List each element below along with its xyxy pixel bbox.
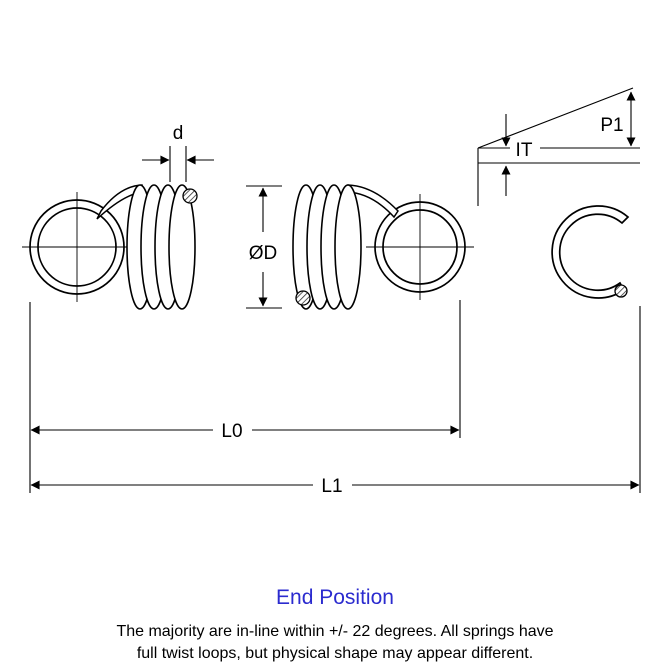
open-hook-wire <box>551 205 630 299</box>
caption: The majority are in-line within +/- 22 d… <box>0 621 670 664</box>
wire-cross-section-left <box>182 188 198 204</box>
label-l0: L0 <box>221 421 242 442</box>
right-hook <box>366 194 474 300</box>
dimensions: d IT P1 ØD <box>29 87 641 497</box>
caption-line-1: The majority are in-line within +/- 22 d… <box>116 623 554 640</box>
label-backing <box>510 140 540 160</box>
label-od: ØD <box>249 243 278 264</box>
right-coil-body <box>292 184 362 310</box>
dim-initial-tension-p1: IT P1 <box>477 87 640 206</box>
label-l1: L1 <box>321 476 342 497</box>
label-d: d <box>173 123 184 144</box>
spring-diagram-svg: d IT P1 ØD <box>22 87 641 497</box>
label-it: IT <box>516 140 533 161</box>
left-hook <box>22 192 132 302</box>
dim-outer-diameter: ØD <box>246 185 282 309</box>
label-p1: P1 <box>600 115 623 136</box>
coil-turn <box>334 184 362 310</box>
wire-cross-section-right <box>295 290 311 306</box>
dim-body-length: L0 <box>30 421 460 442</box>
caption-line-2: full twist loops, but physical shape may… <box>136 644 534 662</box>
end-position-title: End Position <box>276 586 394 609</box>
left-coil-body <box>126 184 196 310</box>
coil-turn <box>168 184 196 310</box>
right-hook-transition-wire <box>346 184 399 219</box>
dim-total-length: L1 <box>30 476 640 497</box>
wire-cross-section-end <box>614 284 628 298</box>
dim-wire-diameter: d <box>142 123 214 182</box>
end-position-hook <box>551 205 630 299</box>
spring-drawing <box>22 184 630 310</box>
